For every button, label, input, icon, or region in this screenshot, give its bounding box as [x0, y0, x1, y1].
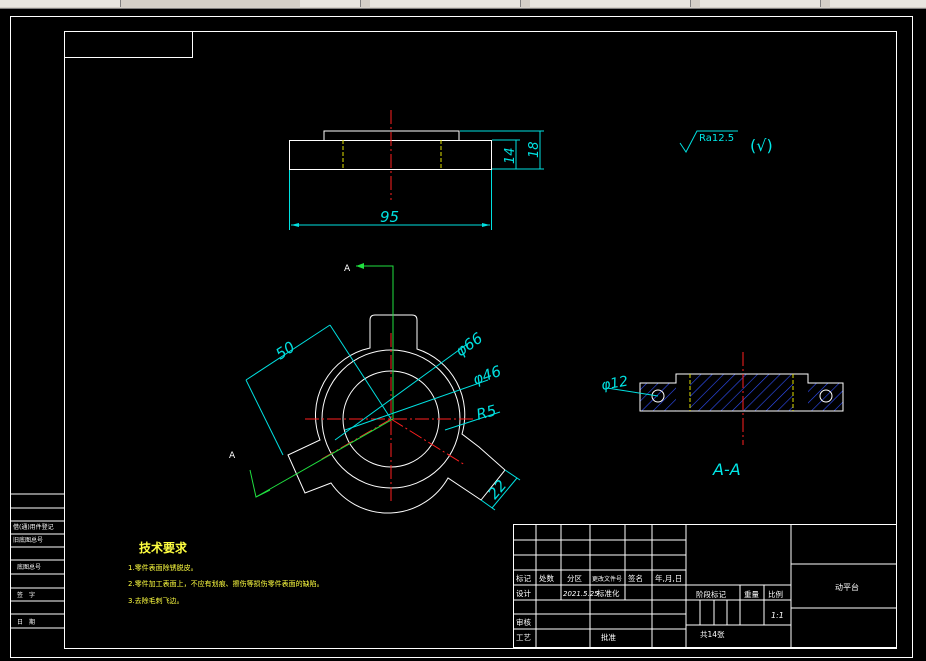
dim-height: 18: [527, 141, 542, 158]
dim-lug: 22: [484, 476, 510, 502]
taskbar-item[interactable]: [700, 0, 821, 7]
tech-requirements: 技术要求 1.零件表面除锈脱皮。 2.零件加工表面上，不应有划痕、擦伤等损伤零件…: [128, 540, 324, 605]
dim-inner-diameter: φ46: [470, 362, 503, 389]
section-view: φ12 A-A: [600, 352, 844, 479]
taskbar-item[interactable]: [530, 0, 691, 7]
cut-mark-top: A: [344, 264, 351, 274]
taskbar-item[interactable]: [0, 0, 121, 7]
tb-design-date: 2021.5.25: [563, 590, 599, 598]
main-view: A A φ66 φ46 R5 50 22: [229, 263, 521, 514]
tech-title: 技术要求: [139, 540, 188, 555]
tech-item: 3.去除毛刺飞边。: [128, 596, 184, 605]
taskbar: [0, 0, 926, 9]
left-strip: 借(通)用件登记 旧底图总号 底图总号 签 字 日 期: [10, 493, 64, 629]
strip-label: 旧底图总号: [13, 536, 43, 544]
dim-width: 95: [380, 208, 399, 226]
tb-header: 处数: [539, 573, 554, 583]
tb-scale-label: 比例: [768, 589, 783, 599]
roughness-note: Ra12.5 (√): [679, 130, 773, 155]
outer-frame: [10, 16, 913, 658]
taskbar-item[interactable]: [370, 0, 521, 7]
inner-frame: [64, 31, 897, 649]
strip-label: 签 字: [17, 591, 35, 599]
tb-header: 分区: [567, 574, 582, 583]
tb-header: 标记: [516, 573, 531, 583]
tb-scale-value: 1:1: [771, 611, 784, 620]
roughness-symbol: Ra12.5: [699, 133, 734, 144]
tb-part-name: 动平台: [835, 582, 859, 592]
taskbar-item[interactable]: [830, 0, 926, 7]
tb-sheets: 共14张: [700, 630, 725, 639]
top-view: 95 14 18: [289, 110, 544, 230]
section-label: A-A: [712, 460, 741, 479]
dim-length: 50: [272, 338, 298, 363]
strip-label: 日 期: [17, 618, 35, 626]
dim-radius: R5: [474, 401, 498, 424]
roughness-paren: (√): [750, 136, 773, 155]
tb-stage: 阶段标记: [696, 589, 726, 599]
tb-header: 更改文件号: [592, 575, 622, 583]
corner-box: [64, 31, 193, 58]
tb-process: 工艺: [516, 633, 531, 642]
cut-mark-bottom: A: [229, 451, 236, 461]
tb-header: 签名: [628, 573, 643, 583]
tb-weight: 重量: [744, 590, 759, 599]
dim-thickness: 14: [503, 147, 518, 164]
title-block: 标记 处数 分区 更改文件号 签名 年,月,日 设计 2021.5.25 标准化…: [513, 524, 897, 648]
strip-label: 底图总号: [17, 563, 41, 571]
tb-review: 审核: [516, 617, 531, 627]
tb-header: 年,月,日: [655, 573, 682, 583]
dim-outer-diameter: φ66: [452, 329, 486, 360]
tech-item: 1.零件表面除锈脱皮。: [128, 563, 198, 572]
dim-hole: φ12: [600, 373, 630, 393]
taskbar-item[interactable]: [300, 0, 361, 7]
tech-item: 2.零件加工表面上，不应有划痕、擦伤等损伤零件表面的缺陷。: [128, 579, 324, 588]
tb-design-label: 设计: [516, 588, 531, 598]
tb-standardize: 标准化: [597, 588, 620, 598]
tb-approve: 批准: [601, 632, 616, 642]
strip-label: 借(通)用件登记: [13, 523, 54, 531]
